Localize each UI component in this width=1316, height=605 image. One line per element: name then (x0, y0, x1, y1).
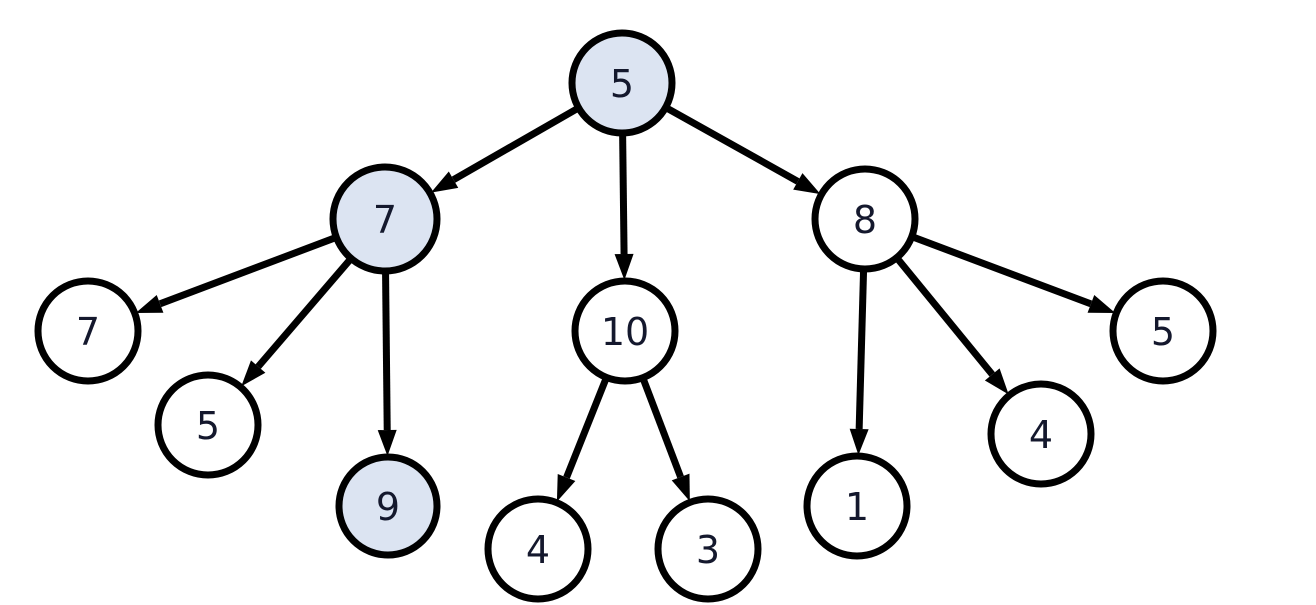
edge-line (855, 269, 868, 430)
tree-node[interactable]: 3 (654, 495, 762, 603)
node-circle[interactable] (571, 277, 679, 385)
node-circle[interactable] (329, 163, 441, 275)
edge-line (255, 256, 354, 369)
edge-line (639, 377, 684, 479)
tree-node[interactable]: 4 (484, 495, 592, 603)
tree-edge (894, 256, 1009, 395)
edge-arrowhead-icon (556, 473, 576, 502)
node-label: 5 (1151, 310, 1175, 354)
tree-node[interactable]: 4 (987, 380, 1095, 488)
nodes-layer: 5 7 10 8 7 5 9 4 3 1 4 5 (34, 29, 1217, 603)
edge-line (382, 271, 391, 431)
edge-arrowhead-icon (241, 360, 266, 387)
tree-edge (614, 133, 634, 281)
node-label: 4 (526, 528, 550, 572)
node-label: 10 (601, 310, 649, 354)
node-circle[interactable] (568, 29, 676, 137)
tree-node[interactable]: 1 (803, 452, 911, 560)
node-label: 9 (376, 485, 400, 529)
tree-node-highlighted[interactable]: 7 (329, 163, 441, 275)
tree-edge (664, 104, 821, 195)
edge-arrowhead-icon (984, 368, 1009, 395)
edge-line (619, 133, 628, 255)
node-label: 4 (1029, 413, 1053, 457)
node-label: 1 (845, 485, 869, 529)
tree-node[interactable]: 5 (1109, 277, 1217, 385)
node-label: 7 (76, 310, 100, 354)
edge-line (894, 256, 995, 377)
node-label: 3 (696, 528, 720, 572)
edge-line (158, 234, 337, 308)
node-circle[interactable] (154, 371, 262, 479)
edge-arrowhead-icon (849, 428, 869, 456)
edges-layer (135, 104, 1116, 502)
edge-line (451, 105, 580, 183)
edge-arrowhead-icon (135, 294, 164, 314)
node-circle[interactable] (654, 495, 762, 603)
tree-edge (556, 377, 610, 502)
node-circle[interactable] (803, 452, 911, 560)
edge-arrowhead-icon (671, 473, 690, 502)
tree-node-highlighted[interactable]: 5 (568, 29, 676, 137)
node-circle[interactable] (484, 495, 592, 603)
edge-arrowhead-icon (377, 429, 397, 457)
tree-node[interactable]: 5 (154, 371, 262, 479)
node-circle[interactable] (1109, 277, 1217, 385)
node-label: 7 (373, 198, 397, 242)
edge-arrowhead-icon (793, 173, 821, 195)
edge-arrowhead-icon (614, 253, 634, 281)
tree-edge (241, 256, 354, 387)
tree-edge (911, 233, 1116, 314)
edge-line (563, 377, 610, 479)
edge-arrowhead-icon (1087, 295, 1116, 314)
edge-arrowhead-icon (430, 171, 459, 193)
tree-node[interactable]: 8 (811, 165, 919, 273)
tree-edge (377, 271, 397, 457)
tree-edge (430, 105, 580, 193)
node-circle[interactable] (335, 453, 441, 559)
node-label: 5 (610, 62, 634, 106)
edge-line (664, 104, 800, 185)
tree-edge (639, 377, 690, 502)
tree-node-highlighted[interactable]: 9 (335, 453, 441, 559)
node-label: 5 (196, 404, 220, 448)
node-circle[interactable] (34, 277, 142, 385)
node-circle[interactable] (987, 380, 1095, 488)
node-label: 8 (853, 198, 877, 242)
tree-edge (849, 269, 869, 456)
edge-line (911, 233, 1093, 308)
tree-node[interactable]: 10 (571, 277, 679, 385)
tree-edge (135, 234, 337, 314)
node-circle[interactable] (811, 165, 919, 273)
tree-node[interactable]: 7 (34, 277, 142, 385)
